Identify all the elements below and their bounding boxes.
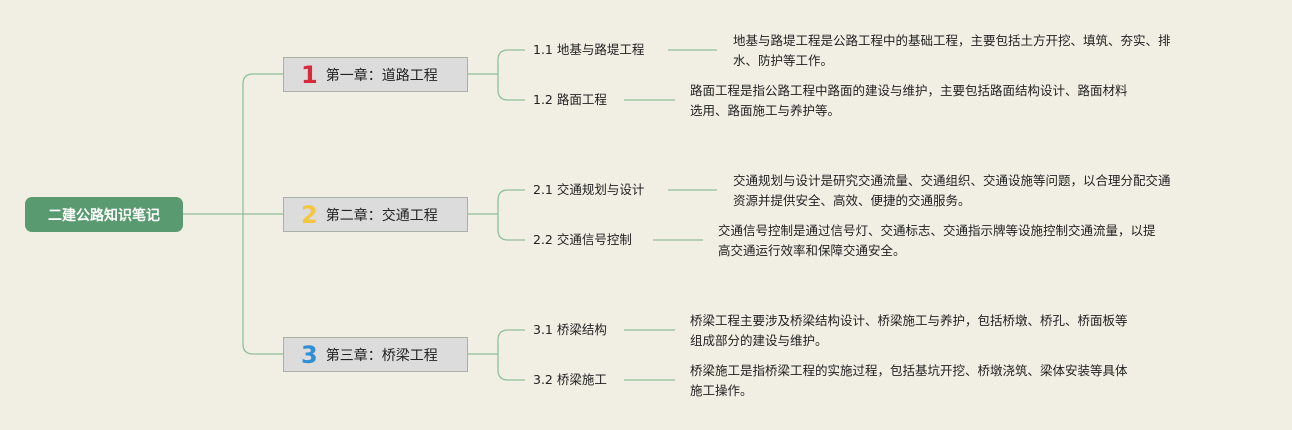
section-3-2-desc-line-1: 桥梁施工是指桥梁工程的实施过程，包括基坑开挖、桥墩浇筑、梁体安装等具体 bbox=[690, 363, 1128, 378]
chapter-2-topic[interactable]: 2 第二章：交通工程 bbox=[283, 197, 468, 232]
section-1-1-desc-line-2: 水、防护等工作。 bbox=[733, 53, 834, 68]
section-2-1-desc-line-1: 交通规划与设计是研究交通流量、交通组织、交通设施等问题，以合理分配交通 bbox=[733, 173, 1171, 188]
section-1-1-topic[interactable]: 1.1 地基与路堤工程 bbox=[533, 42, 645, 57]
chapter-2-title: 第二章：交通工程 bbox=[325, 207, 438, 224]
chapter-3-title: 第三章：桥梁工程 bbox=[325, 347, 438, 364]
connector-ch3-branch bbox=[468, 329, 509, 381]
section-1-2-desc-line-1: 路面工程是指公路工程中路面的建设与维护，主要包括路面结构设计、路面材料 bbox=[690, 83, 1128, 98]
section-2-2-topic[interactable]: 2.2 交通信号控制 bbox=[533, 232, 632, 247]
section-3-1-description: 桥梁工程主要涉及桥梁结构设计、桥梁施工与养护，包括桥墩、桥孔、桥面板等 组成部分… bbox=[690, 311, 1128, 351]
section-3-1-topic[interactable]: 3.1 桥梁结构 bbox=[533, 322, 607, 337]
section-2-2-desc-line-2: 高交通运行效率和保障交通安全。 bbox=[718, 243, 906, 258]
section-3-1-desc-line-2: 组成部分的建设与维护。 bbox=[690, 333, 828, 348]
section-1-2-topic[interactable]: 1.2 路面工程 bbox=[533, 92, 607, 107]
section-2-1-topic[interactable]: 2.1 交通规划与设计 bbox=[533, 182, 645, 197]
section-3-2-description: 桥梁施工是指桥梁工程的实施过程，包括基坑开挖、桥墩浇筑、梁体安装等具体 施工操作… bbox=[690, 361, 1128, 401]
chapter-3-number-icon: 3 bbox=[301, 340, 318, 369]
chapter-3-topic[interactable]: 3 第三章：桥梁工程 bbox=[283, 337, 468, 372]
chapter-1-topic[interactable]: 1 第一章：道路工程 bbox=[283, 57, 468, 92]
chapter-2-number-icon: 2 bbox=[301, 200, 318, 229]
section-1-1-desc-line-1: 地基与路堤工程是公路工程中的基础工程，主要包括土方开挖、填筑、夯实、排 bbox=[733, 33, 1171, 48]
section-2-2-desc-line-1: 交通信号控制是通过信号灯、交通标志、交通指示牌等设施控制交通流量，以提 bbox=[718, 223, 1156, 238]
section-3-2-topic[interactable]: 3.2 桥梁施工 bbox=[533, 372, 607, 387]
connector-trunk bbox=[242, 73, 254, 355]
section-2-1-description: 交通规划与设计是研究交通流量、交通组织、交通设施等问题，以合理分配交通 资源并提… bbox=[733, 171, 1171, 211]
section-1-2-description: 路面工程是指公路工程中路面的建设与维护，主要包括路面结构设计、路面材料 选用、路… bbox=[690, 81, 1128, 121]
root-topic[interactable]: 二建公路知识笔记 bbox=[25, 197, 183, 232]
connector-ch2-branch bbox=[468, 189, 509, 241]
chapter-1-number-icon: 1 bbox=[301, 60, 318, 89]
section-2-1-desc-line-2: 资源并提供安全、高效、便捷的交通服务。 bbox=[733, 193, 971, 208]
connector-ch1-branch bbox=[468, 49, 509, 101]
root-topic-label: 二建公路知识笔记 bbox=[48, 207, 160, 224]
section-3-2-desc-line-2: 施工操作。 bbox=[690, 383, 753, 398]
chapter-1-title: 第一章：道路工程 bbox=[325, 67, 438, 84]
section-2-2-description: 交通信号控制是通过信号灯、交通标志、交通指示牌等设施控制交通流量，以提 高交通运… bbox=[718, 221, 1156, 261]
section-1-1-description: 地基与路堤工程是公路工程中的基础工程，主要包括土方开挖、填筑、夯实、排 水、防护… bbox=[733, 31, 1171, 71]
section-1-2-desc-line-2: 选用、路面施工与养护等。 bbox=[690, 103, 841, 118]
section-3-1-desc-line-1: 桥梁工程主要涉及桥梁结构设计、桥梁施工与养护，包括桥墩、桥孔、桥面板等 bbox=[690, 313, 1128, 328]
